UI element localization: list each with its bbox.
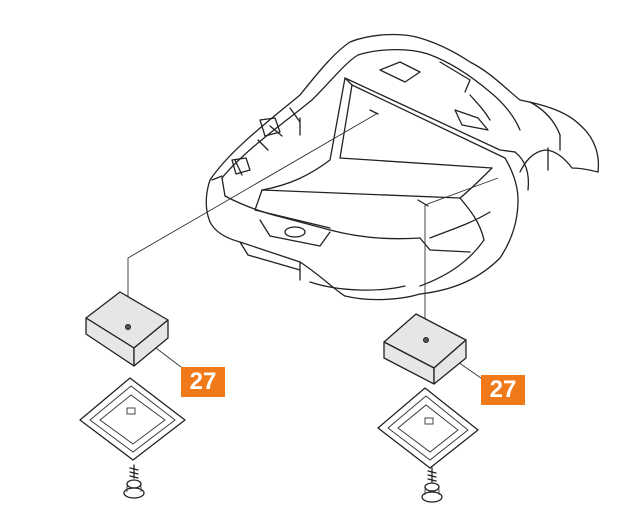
pad-left xyxy=(79,377,186,461)
mower-body xyxy=(205,33,600,301)
foam-block-left xyxy=(85,291,169,367)
foam-block-right xyxy=(383,313,467,385)
screw-left xyxy=(123,464,145,499)
callout-27-right: 27 xyxy=(481,375,525,405)
pad-right xyxy=(377,387,479,469)
callout-27-left: 27 xyxy=(181,367,225,397)
screw-right xyxy=(421,467,443,503)
